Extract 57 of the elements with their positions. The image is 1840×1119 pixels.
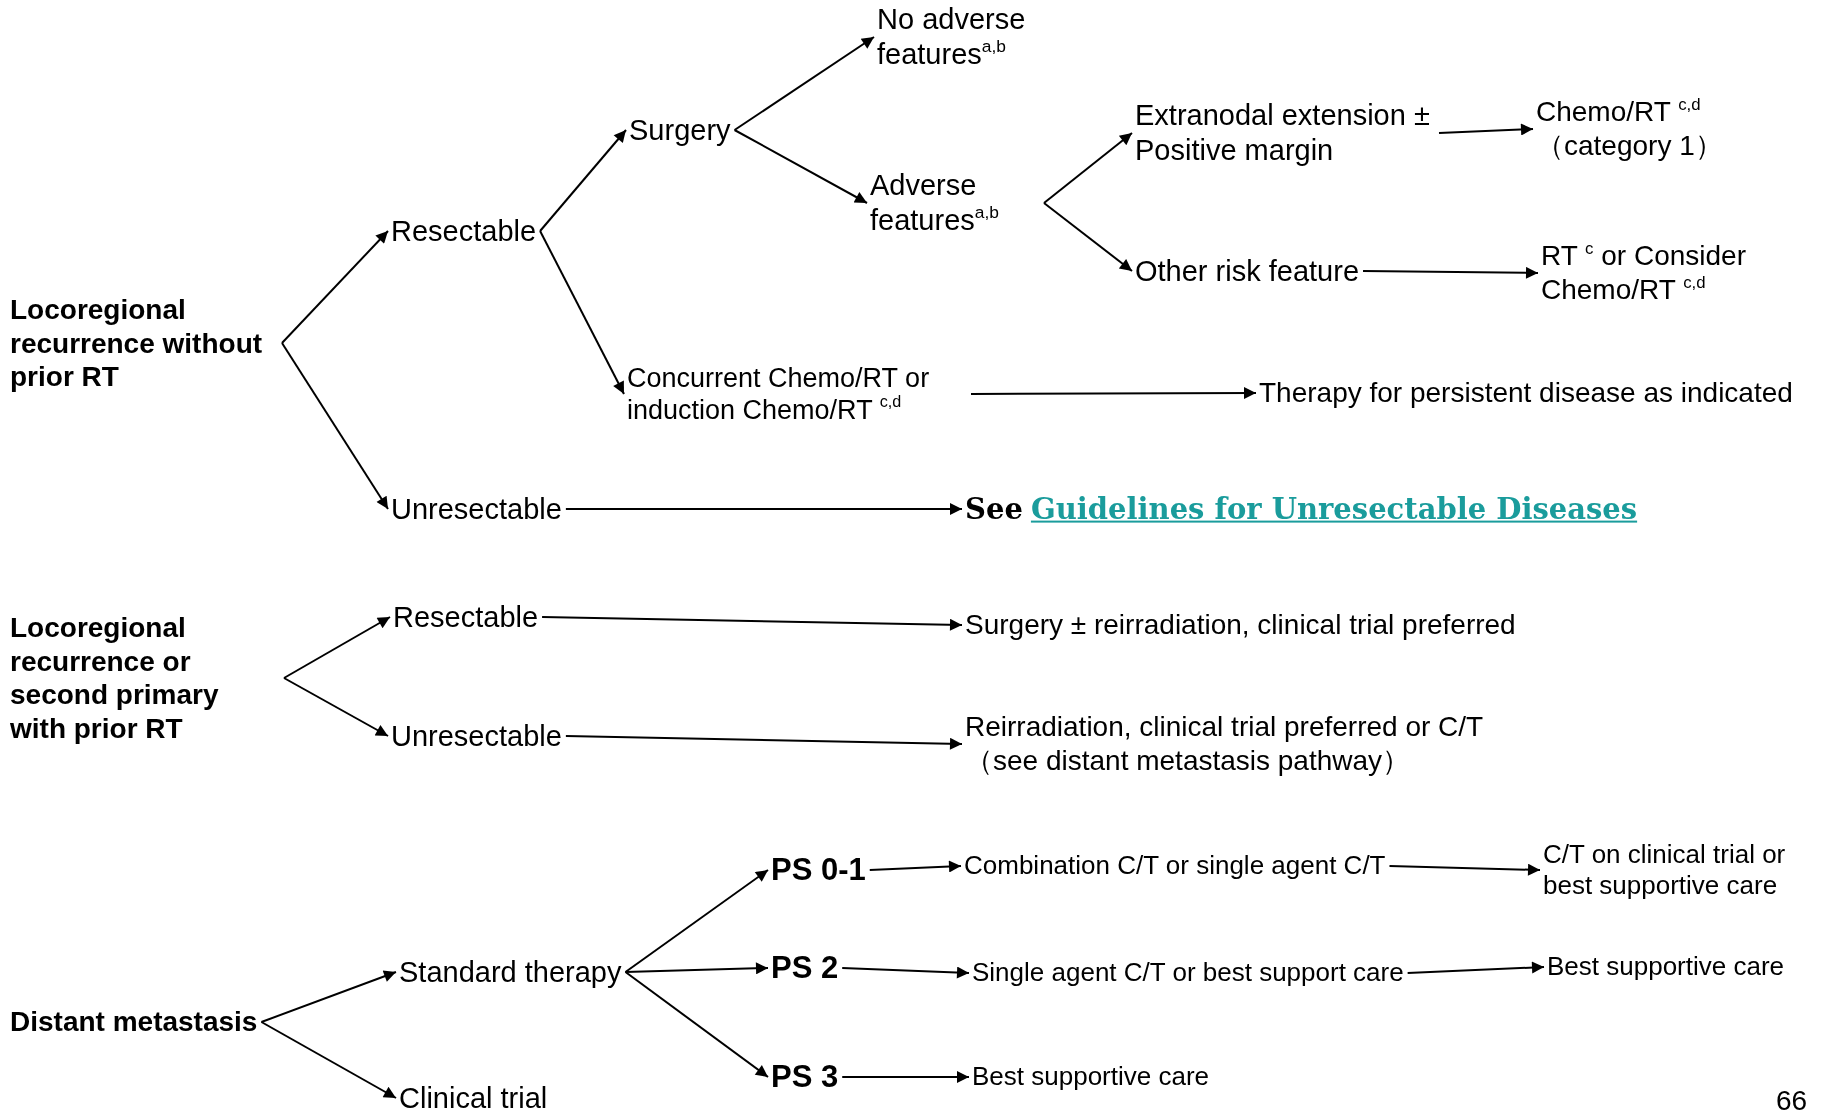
branch-label: Surgery bbox=[629, 112, 731, 148]
arrow bbox=[1043, 202, 1133, 272]
arrow bbox=[1043, 132, 1133, 204]
arrow bbox=[1388, 863, 1541, 876]
status-label: PS 0-1 bbox=[771, 851, 866, 889]
arrow bbox=[970, 387, 1257, 400]
arrow bbox=[539, 230, 625, 395]
arrow bbox=[1438, 123, 1534, 136]
branch-label: Clinical trial bbox=[399, 1080, 548, 1116]
treatment-text: Reirradiation, clinical trial preferred or C/T （see distant metastasis pathway） bbox=[965, 710, 1525, 778]
arrow bbox=[841, 966, 970, 979]
risk-label: Other risk feature bbox=[1135, 253, 1360, 289]
branch-label: Resectable bbox=[391, 213, 537, 249]
arrow bbox=[539, 129, 627, 232]
branch-label: Unresectable bbox=[391, 491, 562, 527]
reference-text: See bbox=[965, 491, 1023, 526]
arrow bbox=[1362, 266, 1539, 279]
treatment-text: Best supportive care bbox=[972, 1061, 1209, 1093]
arrow bbox=[564, 503, 963, 515]
treatment-text: Single agent C/T or best support care bbox=[972, 957, 1404, 989]
treatment-text: Chemo/RT $^{c,d}$ （category 1） bbox=[1536, 95, 1756, 163]
arrow bbox=[624, 869, 769, 973]
arrow bbox=[260, 970, 397, 1023]
risk-label: Extranodal extension ± Positive margin bbox=[1135, 98, 1435, 168]
treatment-text: Concurrent Chemo/RT or induction Chemo/RT $^{c,d}$ bbox=[627, 361, 967, 427]
treatment-text: C/T on clinical trial or best supportive care bbox=[1543, 838, 1833, 902]
branch-label: Unresectable bbox=[391, 718, 562, 754]
arrow bbox=[260, 1021, 397, 1099]
arrow bbox=[281, 230, 389, 344]
branch-label: Standard therapy bbox=[399, 954, 622, 990]
arrow bbox=[624, 962, 769, 975]
arrow bbox=[868, 860, 962, 873]
treatment-text: Best supportive care bbox=[1547, 951, 1784, 983]
category-heading: Locoregional recurrence without prior RT bbox=[10, 292, 278, 394]
arrow bbox=[841, 1071, 970, 1083]
page-number: 66 bbox=[1776, 1085, 1808, 1117]
status-label: PS 2 bbox=[771, 949, 839, 987]
arrow bbox=[733, 36, 875, 131]
arrow bbox=[541, 616, 963, 631]
arrow bbox=[283, 616, 391, 679]
arrow bbox=[1406, 961, 1545, 974]
arrow bbox=[281, 342, 389, 510]
treatment-text: Therapy for persistent disease as indicated bbox=[1259, 376, 1793, 410]
category-heading: Distant metastasis bbox=[10, 1005, 258, 1039]
arrow bbox=[624, 971, 769, 1078]
arrow bbox=[283, 677, 389, 737]
arrow bbox=[564, 735, 963, 750]
treatment-text: RT $^{c}$ or Consider Chemo/RT $^{c,d}$ bbox=[1541, 239, 1791, 307]
outcome-label: No adverse features$^{a,b}$ bbox=[877, 2, 1047, 72]
treatment-text: Combination C/T or single agent C/T bbox=[964, 850, 1386, 882]
outcome-label: Adverse features$^{a,b}$ bbox=[870, 168, 1040, 238]
status-label: PS 3 bbox=[771, 1058, 839, 1096]
guideline-link: Guidelines for Unresectable Diseases bbox=[1030, 491, 1638, 526]
branch-label: Resectable bbox=[393, 599, 539, 635]
category-heading: Locoregional recurrence or second primary with prior RT bbox=[10, 610, 280, 746]
arrow bbox=[733, 129, 868, 204]
treatment-text: Surgery ± reirradiation, clinical trial preferred bbox=[965, 608, 1516, 642]
